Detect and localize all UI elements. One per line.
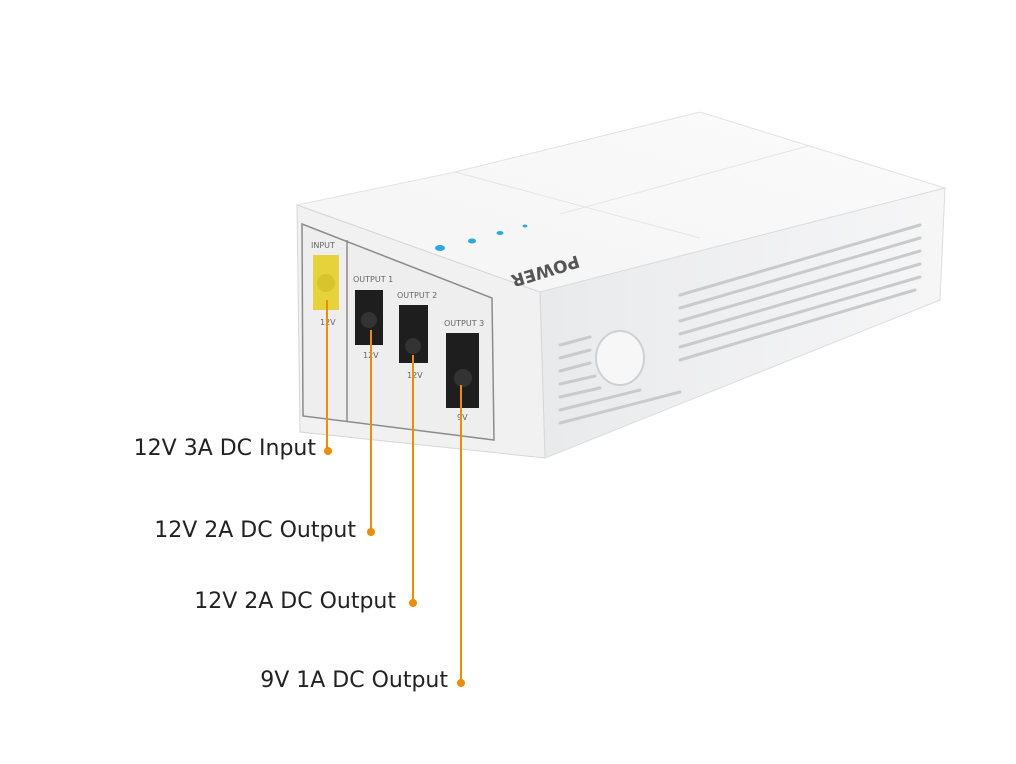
leader-lines	[324, 300, 465, 687]
mini-ups-device: POWER INPUT OUTPUT 1 OUTPUT 2 OUTPUT 3 1…	[295, 111, 947, 459]
callout-output-2: 12V 2A DC Output	[194, 589, 396, 614]
callout-input: 12V 3A DC Input	[133, 436, 316, 461]
port-voltage: 12V	[407, 371, 423, 380]
port-label: OUTPUT 2	[397, 291, 437, 300]
power-button[interactable]	[595, 330, 645, 386]
port-label: OUTPUT 3	[444, 319, 484, 328]
port-label: INPUT	[311, 241, 335, 250]
leader-dot	[409, 599, 417, 607]
callout-output-3: 9V 1A DC Output	[260, 668, 448, 693]
leader-dot	[324, 447, 332, 455]
callout-output-1: 12V 2A DC Output	[154, 518, 356, 543]
leader-dot	[457, 679, 465, 687]
port-label: OUTPUT 1	[353, 275, 393, 284]
status-leds	[435, 224, 528, 251]
port-voltage: 12V	[320, 318, 336, 327]
output-port-2[interactable]	[399, 305, 428, 363]
leader-dot	[367, 528, 375, 536]
port-voltage: 9V	[457, 413, 468, 422]
vent-slots	[558, 223, 922, 425]
